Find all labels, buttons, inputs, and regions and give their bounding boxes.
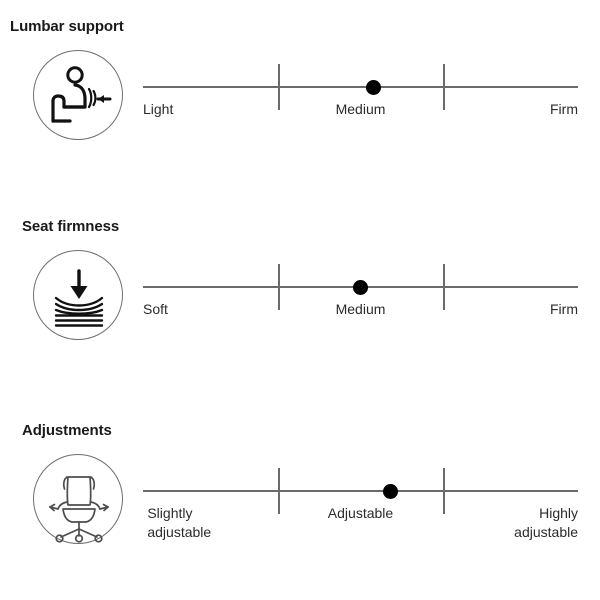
scale-label-low: Slightly adjustable [147, 505, 212, 540]
scale-value-marker[interactable] [383, 483, 399, 499]
scale-tick-1 [277, 264, 280, 310]
scale-value-marker[interactable] [366, 79, 382, 95]
scale-axis-line [143, 86, 578, 88]
section-title: Seat firmness [22, 218, 120, 235]
scale-label-mid: Medium [335, 101, 386, 117]
scale-label-high: Firm [550, 101, 578, 117]
scale-label-mid: Adjustable [327, 505, 394, 521]
scale-tick-1 [277, 64, 280, 110]
scale-axis-line [143, 490, 578, 492]
scale-label-low: Light [143, 101, 174, 117]
rating-scale: Slightly adjustable Adjustable Highly ad… [143, 454, 578, 549]
scale-tick-2 [443, 468, 446, 514]
section-title: Lumbar support [10, 18, 124, 35]
scale-label-high: Firm [550, 301, 578, 317]
scale-label-high: Highly adjustable [514, 505, 578, 540]
section-title: Adjustments [22, 422, 112, 439]
office-chair-arrows-icon [33, 454, 123, 544]
scale-tick-2 [443, 264, 446, 310]
rating-scale: Soft Medium Firm [143, 250, 578, 345]
seated-person-lumbar-arrow-icon [33, 50, 123, 140]
scale-label-mid: Medium [335, 301, 386, 317]
down-arrow-cushion-icon [33, 250, 123, 340]
scale-label-low: Soft [143, 301, 168, 317]
rating-scale: Light Medium Firm [143, 50, 578, 145]
scale-tick-1 [277, 468, 280, 514]
scale-tick-2 [443, 64, 446, 110]
scale-value-marker[interactable] [353, 279, 368, 295]
